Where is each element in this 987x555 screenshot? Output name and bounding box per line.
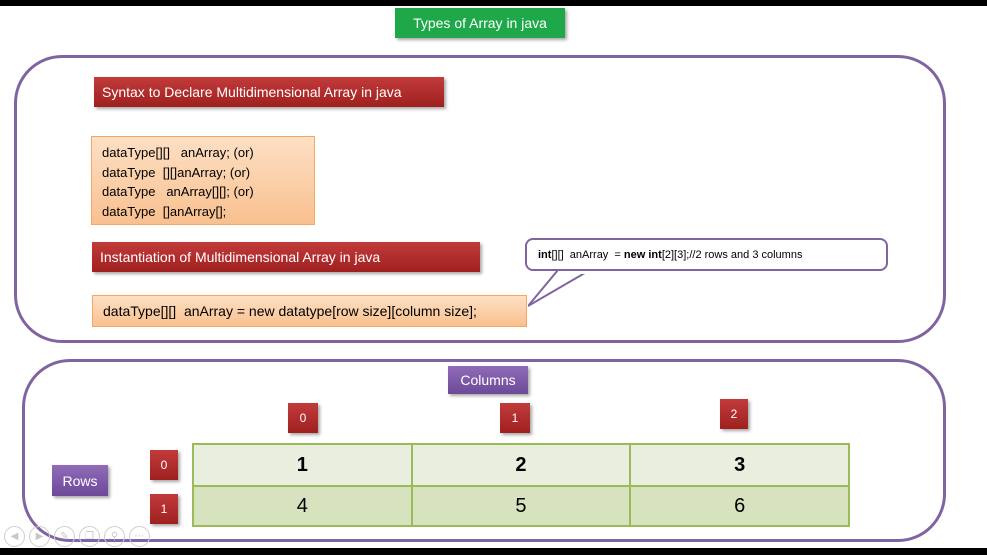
callout-tail xyxy=(528,269,594,307)
array-cell: 6 xyxy=(629,485,850,527)
callout-text: [2][3];//2 rows and 3 columns xyxy=(661,248,803,261)
syntax-line: dataType[][] anArray; (or) xyxy=(102,145,254,160)
table-row: 4 5 6 xyxy=(192,485,850,527)
row-index: 0 xyxy=(150,450,178,480)
back-icon[interactable]: ◀ xyxy=(4,526,25,547)
array-cell: 1 xyxy=(192,443,413,487)
array-grid: 1 2 3 4 5 6 xyxy=(192,443,850,527)
rows-label: Rows xyxy=(52,465,108,496)
keyword-new: new xyxy=(623,248,646,261)
array-cell: 4 xyxy=(192,485,413,527)
callout-text: [][] anArray = xyxy=(551,248,624,261)
array-cell: 2 xyxy=(410,443,632,487)
syntax-line: dataType [][]anArray; (or) xyxy=(102,164,251,180)
instantiation-heading: Instantiation of Multidimensional Array … xyxy=(92,242,480,272)
columns-label: Columns xyxy=(448,366,528,394)
slide-title: Types of Array in java xyxy=(395,8,565,38)
column-index: 0 xyxy=(288,403,318,433)
instantiation-code: dataType[][] anArray = new datatype[row … xyxy=(92,295,527,327)
pen-icon[interactable]: ✎ xyxy=(54,526,75,547)
syntax-line: dataType []anArray[]; xyxy=(102,203,227,219)
column-index: 2 xyxy=(720,399,748,429)
top-black-bar xyxy=(0,0,987,6)
slideshow-toolbar: ◀ ▶ ✎ ❐ ⚲ ⋯ xyxy=(4,526,150,547)
column-index: 1 xyxy=(500,403,530,433)
bottom-black-bar xyxy=(0,548,987,555)
syntax-code-box: dataType[][] anArray; (or) dataType [][]… xyxy=(91,136,315,225)
example-callout: int[][] anArray = new int[2][3];//2 rows… xyxy=(525,238,888,271)
forward-icon[interactable]: ▶ xyxy=(29,526,50,547)
array-cell: 3 xyxy=(629,443,850,487)
keyword-int: int xyxy=(538,248,552,261)
zoom-icon[interactable]: ⚲ xyxy=(104,526,125,547)
keyword-int: int xyxy=(648,248,662,261)
table-row: 1 2 3 xyxy=(192,443,850,487)
array-cell: 5 xyxy=(410,485,632,527)
more-icon[interactable]: ⋯ xyxy=(129,526,150,547)
syntax-line: dataType anArray[][]; (or) xyxy=(102,184,254,199)
syntax-heading: Syntax to Declare Multidimensional Array… xyxy=(94,77,444,107)
copy-icon[interactable]: ❐ xyxy=(79,526,100,547)
row-index: 1 xyxy=(150,494,178,524)
